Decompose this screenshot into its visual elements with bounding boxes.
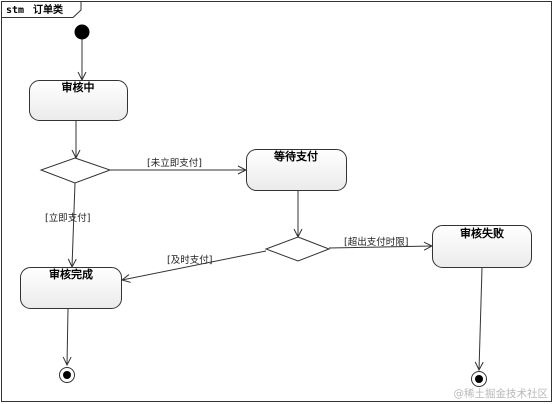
final-node-complete: [59, 367, 75, 383]
state-review-failed-label: 审核失败: [460, 226, 504, 240]
watermark-text: @稀土掘金技术社区: [454, 387, 549, 400]
state-review-failed: 审核失败: [432, 225, 532, 268]
transition-decision2-to-failed: [328, 246, 432, 248]
guard-pay-now: [立即支付]: [45, 212, 90, 224]
state-reviewing-label: 审核中: [62, 80, 95, 94]
guard-paid-in-time: [及时支付]: [167, 254, 212, 266]
state-awaiting-payment: 等待支付: [246, 149, 347, 191]
guard-not-paid-now: [未立即支付]: [147, 157, 202, 169]
transition-failed-to-final2: [479, 267, 482, 370]
frame-tab: [1, 1, 82, 18]
initial-node: [74, 24, 90, 40]
state-review-complete: 审核完成: [20, 267, 122, 309]
decision-node-payment-result: [264, 236, 331, 262]
transition-decision1-to-complete: [72, 182, 75, 267]
final-node-failed: [471, 371, 487, 387]
guard-payment-timeout: [超出支付时限]: [344, 236, 408, 248]
state-awaiting-payment-label: 等待支付: [273, 149, 318, 163]
decision-node-payment-choice: [39, 157, 112, 184]
transition-complete-to-final1: [67, 308, 68, 365]
frame-keyword: stm: [6, 5, 24, 16]
state-reviewing: 审核中: [29, 80, 128, 121]
state-review-complete-label: 审核完成: [49, 267, 93, 281]
transition-decision2-to-complete: [122, 250, 267, 280]
frame-name: 订单类: [33, 3, 63, 16]
